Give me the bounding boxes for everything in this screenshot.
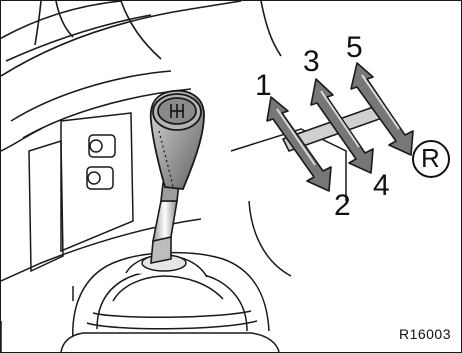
dashboard-outline [1,1,281,151]
gear-label-4: 4 [373,171,390,201]
shift-knob [151,91,204,189]
gear-label-3: 3 [303,47,320,77]
shifter-boot [61,253,279,352]
gear-label-reverse: R [421,145,440,171]
reference-code: R16003 [399,326,451,342]
gear-label-5: 5 [346,33,363,63]
gear-label-2: 2 [334,191,351,221]
gear-label-1: 1 [255,71,272,101]
